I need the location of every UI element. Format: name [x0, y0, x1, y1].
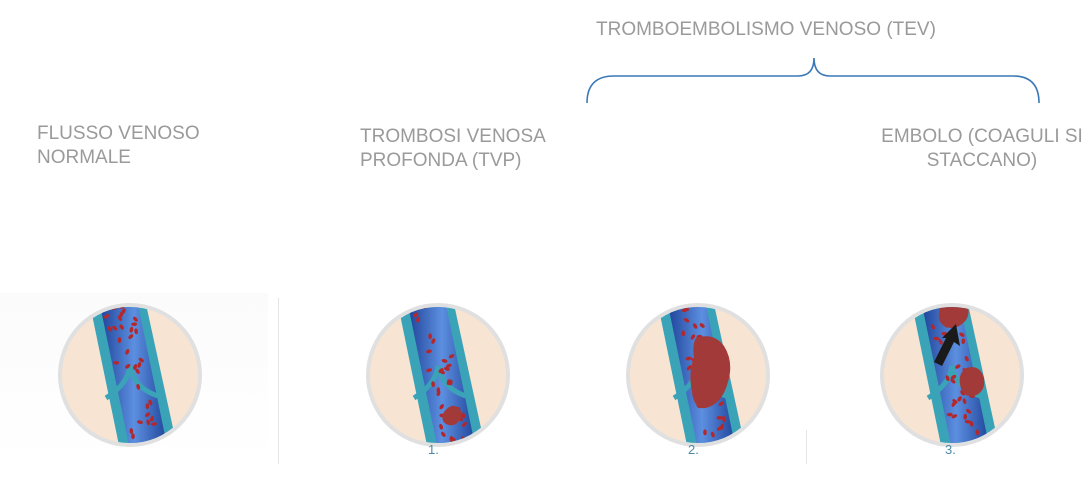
step-number-1: 1.	[428, 442, 439, 457]
normal-flow-label-line2: NORMALE	[37, 146, 200, 170]
vein-dvt-large-clot-illustration	[578, 300, 818, 450]
embolus-label: EMBOLO (COAGULI SI STACCANO)	[832, 125, 1090, 173]
dvt-label-line2: PROFONDA (TVP)	[360, 149, 546, 173]
dvt-label-line1: TROMBOSI VENOSA	[360, 125, 546, 149]
dvt-label: TROMBOSI VENOSA PROFONDA (TVP)	[360, 125, 546, 173]
normal-flow-label: FLUSSO VENOSO NORMALE	[37, 122, 200, 170]
normal-flow-label-line1: FLUSSO VENOSO	[37, 122, 200, 146]
vein-normal-illustration	[10, 300, 250, 450]
step-number-3: 3.	[945, 442, 956, 457]
vein-embolus-arrow-illustration	[832, 300, 1072, 450]
vein-dvt-small-clot-illustration	[318, 300, 558, 450]
embolus-label-line1: EMBOLO (COAGULI SI	[832, 125, 1090, 149]
step-number-2: 2.	[688, 442, 699, 457]
embolus-label-line2: STACCANO)	[832, 149, 1090, 173]
divider-1	[278, 298, 279, 464]
